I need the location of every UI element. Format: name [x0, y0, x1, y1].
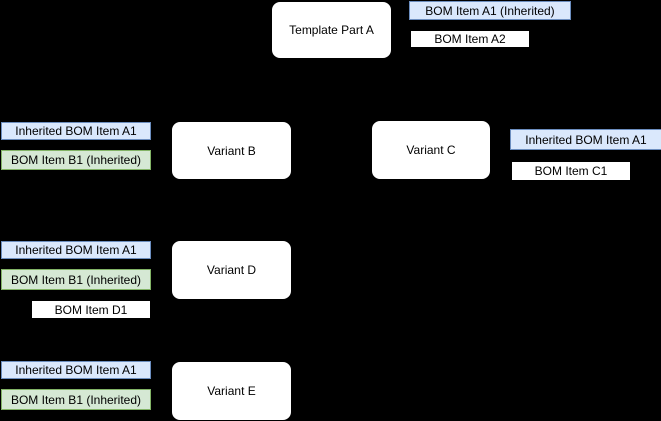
bom-label-a2: BOM Item A2	[410, 30, 530, 48]
bom-label-variant-b-inherited-a1: Inherited BOM Item A1	[1, 122, 151, 140]
bom-label-a1-inherited: BOM Item A1 (Inherited)	[409, 1, 571, 20]
node-variant-c: Variant C	[371, 120, 491, 180]
node-variant-d: Variant D	[171, 240, 292, 300]
node-template-part-a-label: Template Part A	[289, 23, 374, 37]
bom-label-variant-d-b1-inherited: BOM Item B1 (Inherited)	[1, 269, 151, 290]
bom-label-c1: BOM Item C1	[511, 161, 631, 181]
bom-label-variant-b-b1-inherited: BOM Item B1 (Inherited)	[1, 150, 151, 170]
node-variant-e: Variant E	[171, 361, 292, 421]
node-variant-c-label: Variant C	[406, 143, 456, 157]
bom-label-variant-e-b1-inherited: BOM Item B1 (Inherited)	[1, 389, 151, 410]
node-variant-d-label: Variant D	[206, 263, 257, 277]
bom-label-variant-c-inherited-a1: Inherited BOM Item A1	[510, 129, 661, 150]
bom-label-variant-d-inherited-a1: Inherited BOM Item A1	[1, 241, 151, 259]
node-template-part-a: Template Part A	[271, 1, 392, 59]
node-variant-b-label: Variant B	[207, 143, 256, 158]
node-variant-e-label: Variant E	[207, 384, 256, 398]
bom-label-d1: BOM Item D1	[31, 300, 151, 319]
node-variant-b: Variant B	[171, 121, 292, 180]
bom-label-variant-e-inherited-a1: Inherited BOM Item A1	[1, 361, 151, 379]
